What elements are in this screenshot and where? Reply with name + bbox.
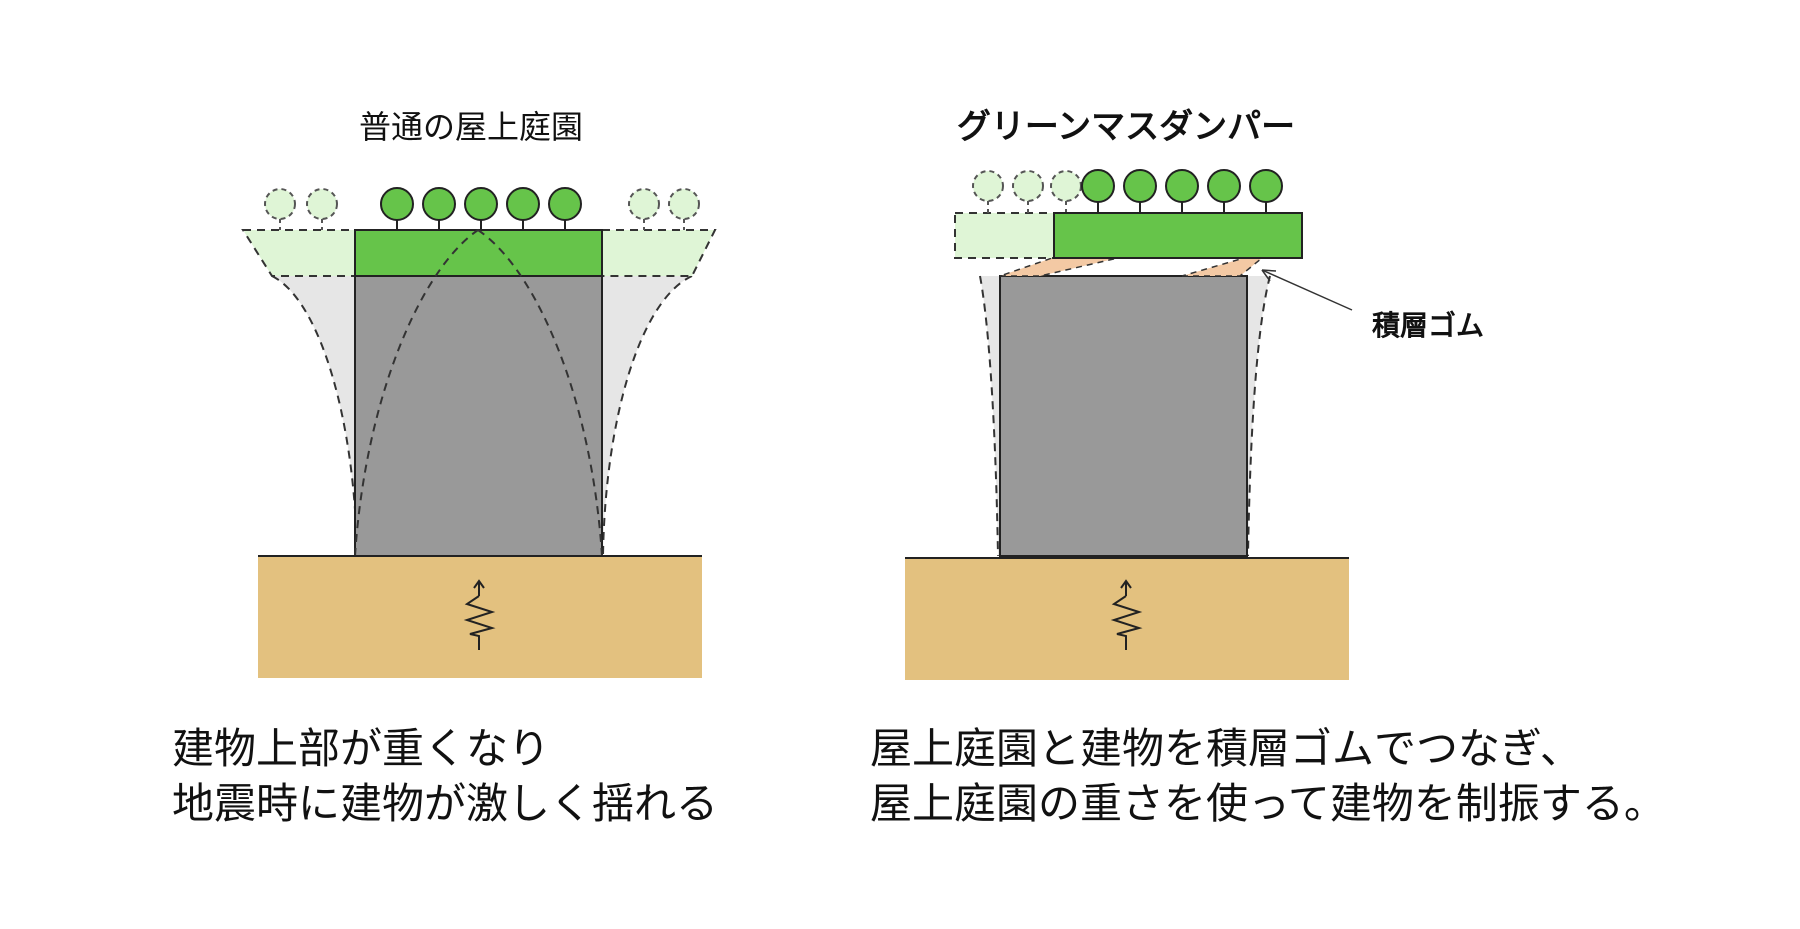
tree-icon xyxy=(506,187,540,221)
left-diagram: 普通の屋上庭園 xyxy=(172,108,718,828)
tree-icon xyxy=(1012,170,1044,202)
left-title: 普通の屋上庭園 xyxy=(359,108,583,146)
rubber-bearing xyxy=(1181,257,1265,277)
left-sway-arc-left xyxy=(354,229,479,557)
right-ghost-garden xyxy=(954,212,1056,259)
left-trees xyxy=(380,187,582,230)
right-title: グリーンマスダンパー xyxy=(957,107,1295,147)
right-trees xyxy=(1081,169,1283,213)
right-building xyxy=(999,275,1248,557)
tree-icon xyxy=(264,188,296,220)
left-sway-outline-left xyxy=(271,275,358,557)
tree-icon xyxy=(1249,169,1283,203)
rubber-bearing xyxy=(999,257,1119,277)
tree-icon xyxy=(1081,169,1115,203)
left-sway-arc-right xyxy=(477,229,603,557)
tree-icon xyxy=(380,187,414,221)
tree-icon xyxy=(972,170,1004,202)
left-ground xyxy=(258,556,702,678)
right-ghost-trees xyxy=(972,170,1082,213)
left-ghost-garden-right xyxy=(601,229,717,277)
tree-icon xyxy=(548,187,582,221)
tree-icon xyxy=(306,188,338,220)
left-ghost-trees xyxy=(264,188,700,230)
right-rubber-bearings xyxy=(999,257,1265,277)
tree-icon xyxy=(668,188,700,220)
arrow-head-icon xyxy=(1261,269,1277,282)
right-caption-line2: 屋上庭園の重さを使って建物を制振する。 xyxy=(870,779,1666,828)
rubber-label: 積層ゴム xyxy=(1372,309,1484,342)
tree-icon xyxy=(1207,169,1241,203)
rubber-label-leader xyxy=(1261,269,1353,311)
left-ghost-garden-left xyxy=(241,229,356,277)
right-caption-line1: 屋上庭園と建物を積層ゴムでつなぎ、 xyxy=(870,724,1582,773)
left-sway-outline-right xyxy=(602,275,693,557)
right-seismic-wave-icon xyxy=(1110,579,1143,650)
tree-icon xyxy=(422,187,456,221)
right-roof-garden-mass xyxy=(1053,212,1303,259)
right-diagram: グリーンマスダンパー 積層ゴム xyxy=(870,107,1666,828)
left-caption-line2: 地震時に建物が激しく揺れる xyxy=(172,779,718,828)
tree-icon xyxy=(1050,170,1082,202)
tree-icon xyxy=(464,187,498,221)
left-seismic-wave-icon xyxy=(463,579,496,650)
tree-icon xyxy=(1123,169,1157,203)
right-ground xyxy=(905,558,1349,680)
left-building xyxy=(354,275,603,557)
tree-icon xyxy=(628,188,660,220)
left-roof-garden xyxy=(354,229,603,277)
right-sway-outline-right xyxy=(1247,275,1271,557)
tree-icon xyxy=(1165,169,1199,203)
left-caption-line1: 建物上部が重くなり xyxy=(172,724,550,773)
right-sway-outline-left xyxy=(979,275,999,557)
